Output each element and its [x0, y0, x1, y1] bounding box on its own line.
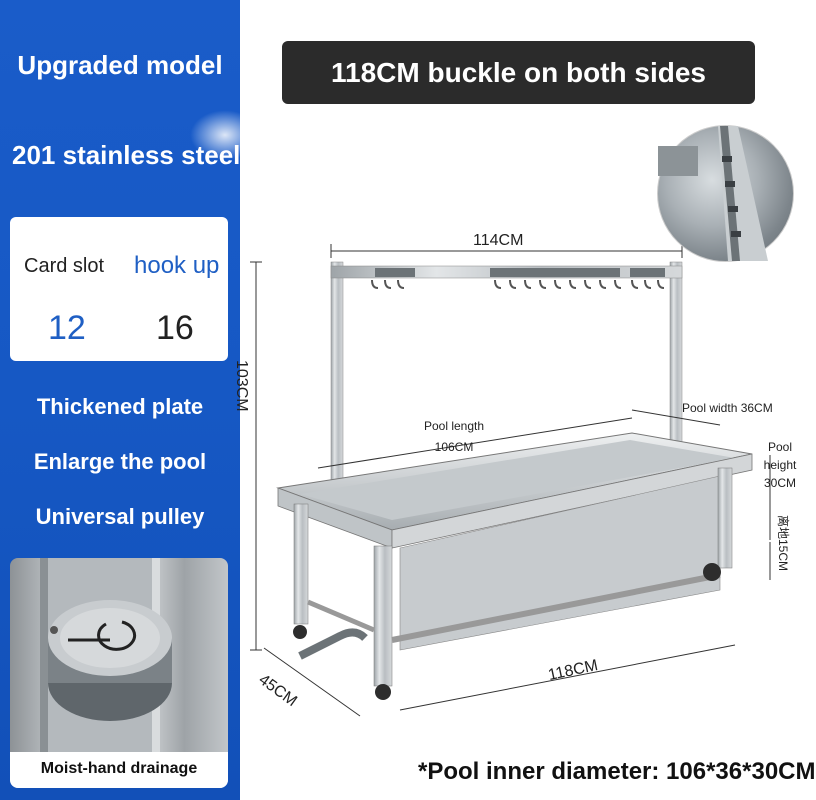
light-flare: [190, 110, 260, 160]
sink-product-image: [250, 244, 771, 717]
photo-caption-box: Moist-hand drainage: [10, 752, 228, 788]
drain-knob-photo: Moist-hand drainage: [10, 558, 228, 788]
dim-pool-height-label1: Pool: [767, 440, 793, 454]
spec-card: Card slot hook up 12 16: [10, 217, 228, 361]
model-title: Upgraded model: [17, 50, 223, 80]
card-slot-value: 12: [48, 309, 86, 347]
feature-enlarge-pool: Enlarge the pool: [33, 449, 207, 474]
dim-pool-length-value: 106CM: [434, 440, 474, 454]
dim-height: 103CM: [233, 360, 250, 412]
hook-detail-illustration: [658, 126, 768, 261]
dim-pool-width: Pool width 36CM: [682, 401, 773, 415]
feature-universal-pulley: Universal pulley: [35, 504, 205, 529]
hook-detail-inset: [657, 125, 794, 262]
photo-caption: Moist-hand drainage: [40, 760, 198, 777]
dim-pool-height-value: 30CM: [763, 476, 796, 490]
dim-leg-clearance: 离地15CM: [776, 515, 790, 572]
dim-pool-length-label: Pool length: [423, 419, 485, 433]
dim-pool-height-label2: height: [763, 458, 797, 472]
feature-thickened-plate: Thickened plate: [36, 394, 204, 419]
dim-top-width: 114CM: [473, 232, 524, 249]
hook-up-value: 16: [156, 309, 194, 347]
hook-up-label: hook up: [134, 252, 220, 279]
material-label: 201 stainless steel: [12, 140, 241, 170]
card-slot-label: Card slot: [24, 255, 105, 277]
buckle-banner: 118CM buckle on both sides: [282, 41, 755, 104]
drain-knob-illustration: [40, 558, 172, 788]
left-info-panel: Upgraded model 201 stainless steel Card …: [0, 0, 260, 800]
pool-inner-diameter-note: *Pool inner diameter: 106*36*30CM: [418, 758, 816, 785]
